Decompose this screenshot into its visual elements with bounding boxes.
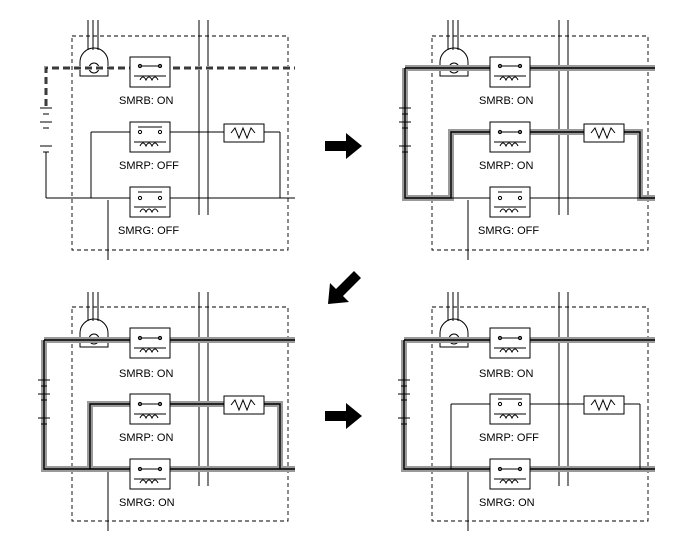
current-sensor-icon <box>79 292 109 348</box>
relay-smrb-label: SMRB: ON <box>479 368 533 380</box>
relay-smrp-label: SMRP: ON <box>119 432 173 444</box>
relay-smrg-label: SMRG: OFF <box>118 225 179 237</box>
resistor-icon <box>223 123 265 143</box>
ecu-boundary <box>71 35 289 251</box>
panel-step-2: SMRB: ON SMRP: ON SMRG: OFF <box>399 20 655 260</box>
current-sensor-icon <box>79 20 109 77</box>
relay-smrg <box>129 186 171 218</box>
relay-smrp-label: SMRP: OFF <box>479 432 539 444</box>
relay-smrg-label: SMRG: OFF <box>478 225 539 237</box>
ecu-boundary <box>71 306 289 522</box>
relay-smrg <box>129 458 171 490</box>
relay-smrp-label: SMRP: ON <box>479 160 533 172</box>
relay-smrb-label: SMRB: ON <box>119 95 173 107</box>
relay-smrb-label: SMRB: ON <box>479 95 533 107</box>
current-sensor-icon <box>439 20 469 77</box>
ecu-boundary <box>431 35 649 251</box>
relay-smrg <box>489 458 531 490</box>
right-arrow-icon <box>325 133 362 159</box>
panel-step-4: SMRB: ON SMRP: OFF SMRG: ON <box>398 292 655 531</box>
relay-smrg-label: SMRG: ON <box>479 497 535 509</box>
relay-smrp-label: SMRP: OFF <box>119 160 179 172</box>
relay-smrb-label: SMRB: ON <box>119 368 173 380</box>
relay-smrg-label: SMRG: ON <box>119 497 175 509</box>
relay-smrg <box>489 186 531 218</box>
battery-icon <box>398 379 410 425</box>
down-left-arrow-icon <box>328 271 361 304</box>
resistor-icon <box>223 395 265 415</box>
battery-icon <box>399 107 411 153</box>
right-arrow-icon <box>325 403 362 429</box>
relay-smrb <box>129 56 171 88</box>
relay-smrb <box>489 327 531 359</box>
resistor-icon <box>583 123 625 143</box>
panel-step-3: SMRB: ON SMRP: ON SMRG: ON <box>38 292 295 531</box>
ecu-boundary <box>431 306 649 522</box>
relay-smrp <box>129 393 171 425</box>
relay-smrp <box>489 393 531 425</box>
resistor-icon <box>583 395 625 415</box>
battery-icon <box>40 107 52 198</box>
battery-icon <box>38 379 50 425</box>
relay-smrp <box>489 121 531 153</box>
relay-smrb <box>129 327 171 359</box>
current-sensor-icon <box>439 292 469 348</box>
relay-smrp <box>129 121 171 153</box>
relay-smrb <box>489 56 531 88</box>
panel-step-1: SMRB: ON SMRP: OFF SMRG: OFF <box>40 20 295 260</box>
